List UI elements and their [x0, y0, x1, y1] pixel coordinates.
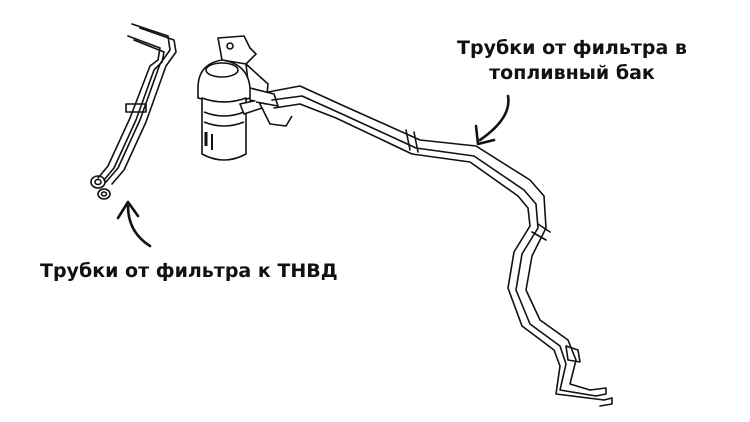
- filter-bowl: [201, 97, 247, 161]
- tube-clamp-2: [405, 129, 419, 153]
- arrow-to-tank-tubes-head: [474, 124, 496, 146]
- fuel-filter: [197, 35, 293, 161]
- tube-clamp-4: [565, 345, 581, 363]
- tank-tube-assembly: [267, 85, 613, 407]
- pump-tube-fitting-2: [97, 188, 111, 200]
- tube-clamp-3: [531, 223, 551, 241]
- tube-clamp: [125, 103, 147, 113]
- pump-tubes-caption: Трубки от фильтра к ТНВД: [40, 260, 338, 282]
- arrow-to-pump-tubes: [126, 204, 152, 248]
- tank-tubes-caption: Трубки от фильтра в топливный бак: [441, 36, 703, 86]
- tank-tubes-caption-line2: топливный бак: [489, 62, 655, 84]
- arrow-to-tank-tubes: [478, 94, 510, 142]
- arrow-to-pump-tubes-head: [116, 200, 140, 220]
- pump-tube-fitting: [90, 175, 106, 189]
- tank-tubes-caption-line1: Трубки от фильтра в: [457, 37, 687, 59]
- tank-tube-end: [589, 387, 607, 397]
- pump-tube-assembly: [90, 23, 177, 200]
